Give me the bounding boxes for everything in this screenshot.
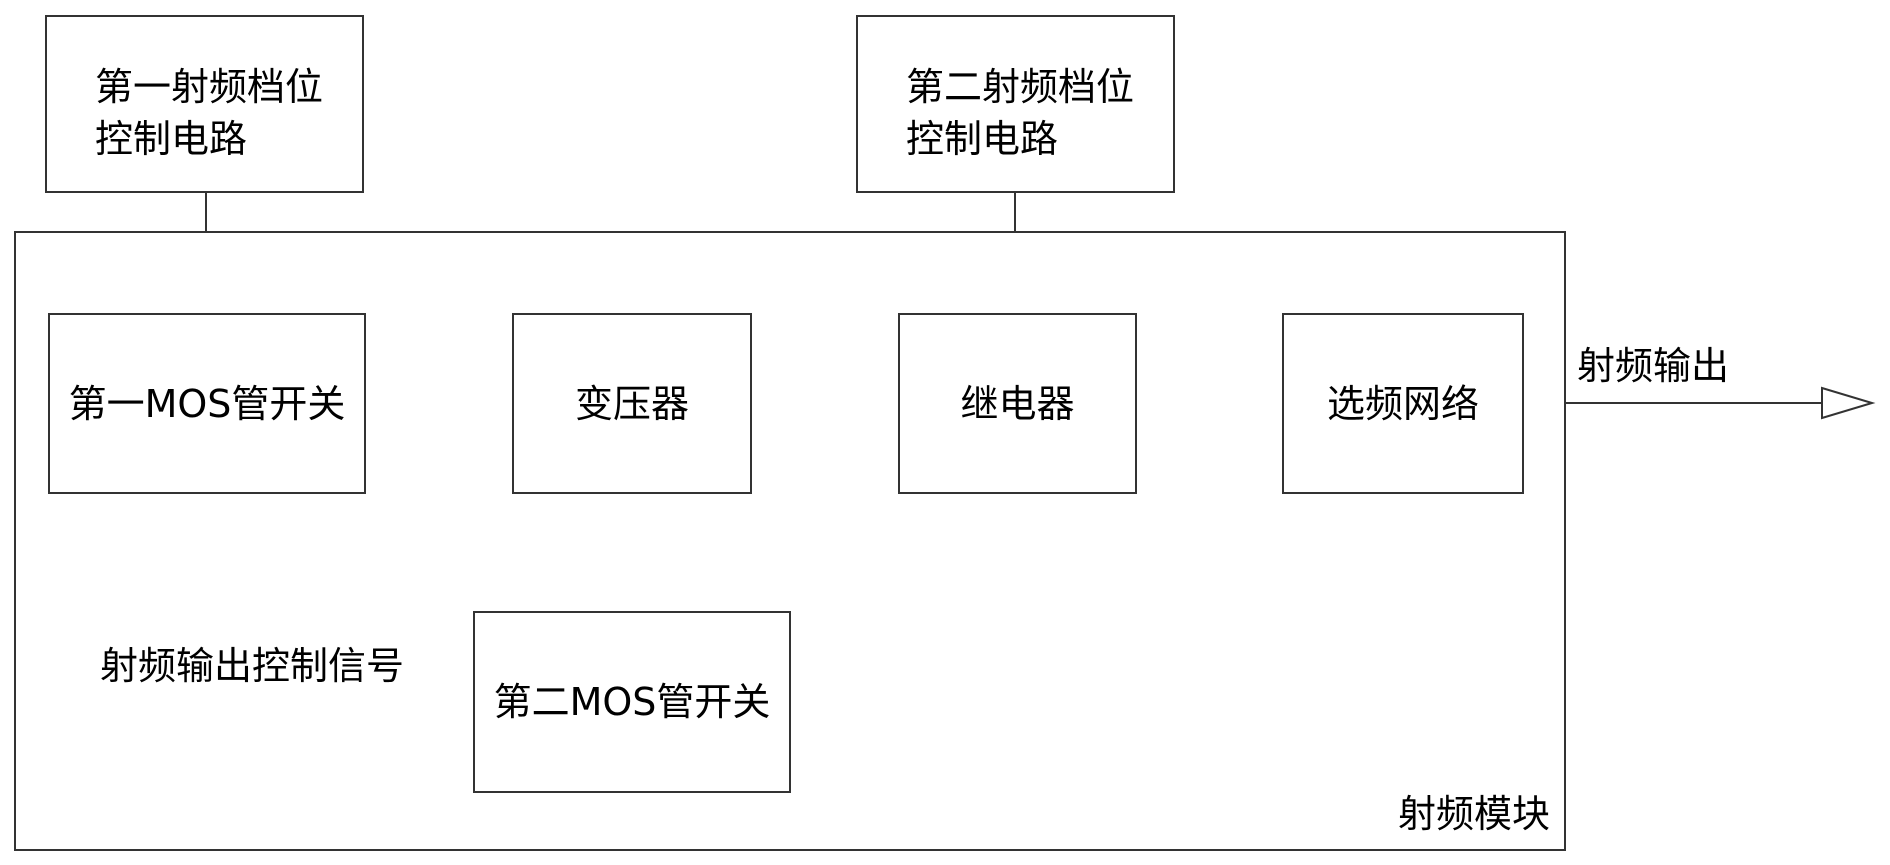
second-mos-switch-label: 第二MOS管开关 bbox=[493, 680, 771, 724]
relay-block: 继电器 bbox=[898, 313, 1137, 494]
freq-select-network-block: 选频网络 bbox=[1282, 313, 1524, 494]
transformer-block: 变压器 bbox=[512, 313, 752, 494]
freq-select-network-label: 选频网络 bbox=[1326, 381, 1479, 426]
rf-output-control-signal-label: 射频输出控制信号 bbox=[100, 644, 405, 688]
first-rf-gear-control-line1: 第一射频档位 bbox=[95, 65, 324, 109]
second-rf-gear-control-block: 第二射频档位 控制电路 bbox=[856, 15, 1175, 193]
second-mos-switch-block: 第二MOS管开关 bbox=[473, 611, 791, 793]
second-rf-gear-control-line1: 第二射频档位 bbox=[906, 65, 1135, 109]
second-rf-gear-control-line2: 控制电路 bbox=[906, 117, 1059, 161]
rf-module-label: 射频模块 bbox=[1398, 792, 1551, 836]
first-rf-gear-control-block: 第一射频档位 控制电路 bbox=[45, 15, 364, 193]
rf-output-label: 射频输出 bbox=[1577, 344, 1730, 388]
relay-label: 继电器 bbox=[960, 381, 1075, 426]
transformer-label: 变压器 bbox=[574, 381, 689, 426]
first-mos-switch-block: 第一MOS管开关 bbox=[48, 313, 366, 494]
rf-output-arrow bbox=[1821, 386, 1876, 420]
first-rf-gear-control-line2: 控制电路 bbox=[95, 117, 248, 161]
first-mos-switch-label: 第一MOS管开关 bbox=[68, 381, 346, 426]
